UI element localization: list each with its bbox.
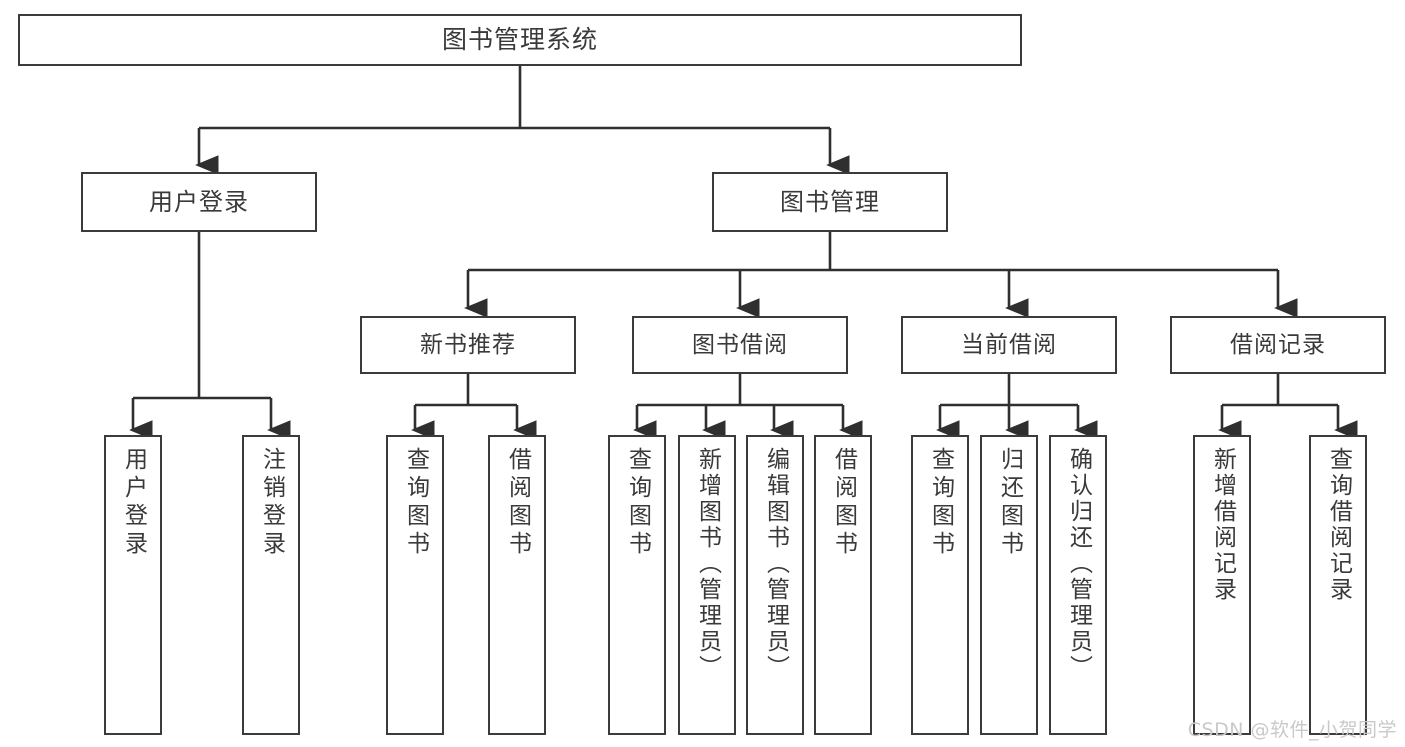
node-current-borrow[interactable]: 当前借阅 xyxy=(901,316,1117,374)
node-label: 借阅图书 xyxy=(504,447,531,559)
leaf-query-book-recommend[interactable]: 查询图书 xyxy=(386,435,444,735)
node-label: 图书借阅 xyxy=(692,331,788,358)
node-label: 图书管理系统 xyxy=(441,25,598,55)
leaf-return-book[interactable]: 归还图书 xyxy=(980,435,1038,735)
leaf-user-login[interactable]: 用户登录 xyxy=(104,435,162,735)
node-root-system[interactable]: 图书管理系统 xyxy=(18,14,1022,66)
node-new-book-recommend[interactable]: 新书推荐 xyxy=(360,316,576,374)
node-label: 借阅记录 xyxy=(1230,331,1326,358)
node-label: 归还图书 xyxy=(996,447,1023,559)
node-label: 查询图书 xyxy=(927,447,954,559)
node-label: 借阅图书 xyxy=(830,447,857,559)
leaf-add-book[interactable]: 新增图书（管理员） xyxy=(678,435,736,735)
node-label: 用户登录 xyxy=(149,188,249,216)
leaf-query-borrow-record[interactable]: 查询借阅记录 xyxy=(1309,435,1367,735)
node-label: 当前借阅 xyxy=(961,331,1057,358)
node-label: 注销登录 xyxy=(258,447,285,559)
leaf-confirm-return[interactable]: 确认归还（管理员） xyxy=(1049,435,1107,735)
node-label: 新书推荐 xyxy=(420,331,516,358)
leaf-logout[interactable]: 注销登录 xyxy=(242,435,300,735)
node-label: 用户登录 xyxy=(120,447,147,559)
node-book-borrow[interactable]: 图书借阅 xyxy=(632,316,848,374)
node-book-manage[interactable]: 图书管理 xyxy=(712,172,948,232)
node-label: 新增图书（管理员） xyxy=(694,447,721,681)
leaf-add-borrow-record[interactable]: 新增借阅记录 xyxy=(1193,435,1251,735)
node-borrow-record[interactable]: 借阅记录 xyxy=(1170,316,1386,374)
leaf-edit-book[interactable]: 编辑图书（管理员） xyxy=(746,435,804,735)
leaf-query-book-current[interactable]: 查询图书 xyxy=(911,435,969,735)
leaf-borrow-book-recommend[interactable]: 借阅图书 xyxy=(488,435,546,735)
node-label: 图书管理 xyxy=(780,188,880,216)
leaf-borrow-book[interactable]: 借阅图书 xyxy=(814,435,872,735)
node-label: 查询图书 xyxy=(402,447,429,559)
node-label: 新增借阅记录 xyxy=(1209,447,1236,603)
node-label: 查询图书 xyxy=(624,447,651,559)
csdn-watermark: CSDN @软件_小贺同学 xyxy=(1187,719,1397,741)
leaf-query-book-borrow[interactable]: 查询图书 xyxy=(608,435,666,735)
node-user-login[interactable]: 用户登录 xyxy=(81,172,317,232)
node-label: 确认归还（管理员） xyxy=(1065,447,1092,681)
node-label: 编辑图书（管理员） xyxy=(762,447,789,681)
node-label: 查询借阅记录 xyxy=(1325,447,1352,603)
